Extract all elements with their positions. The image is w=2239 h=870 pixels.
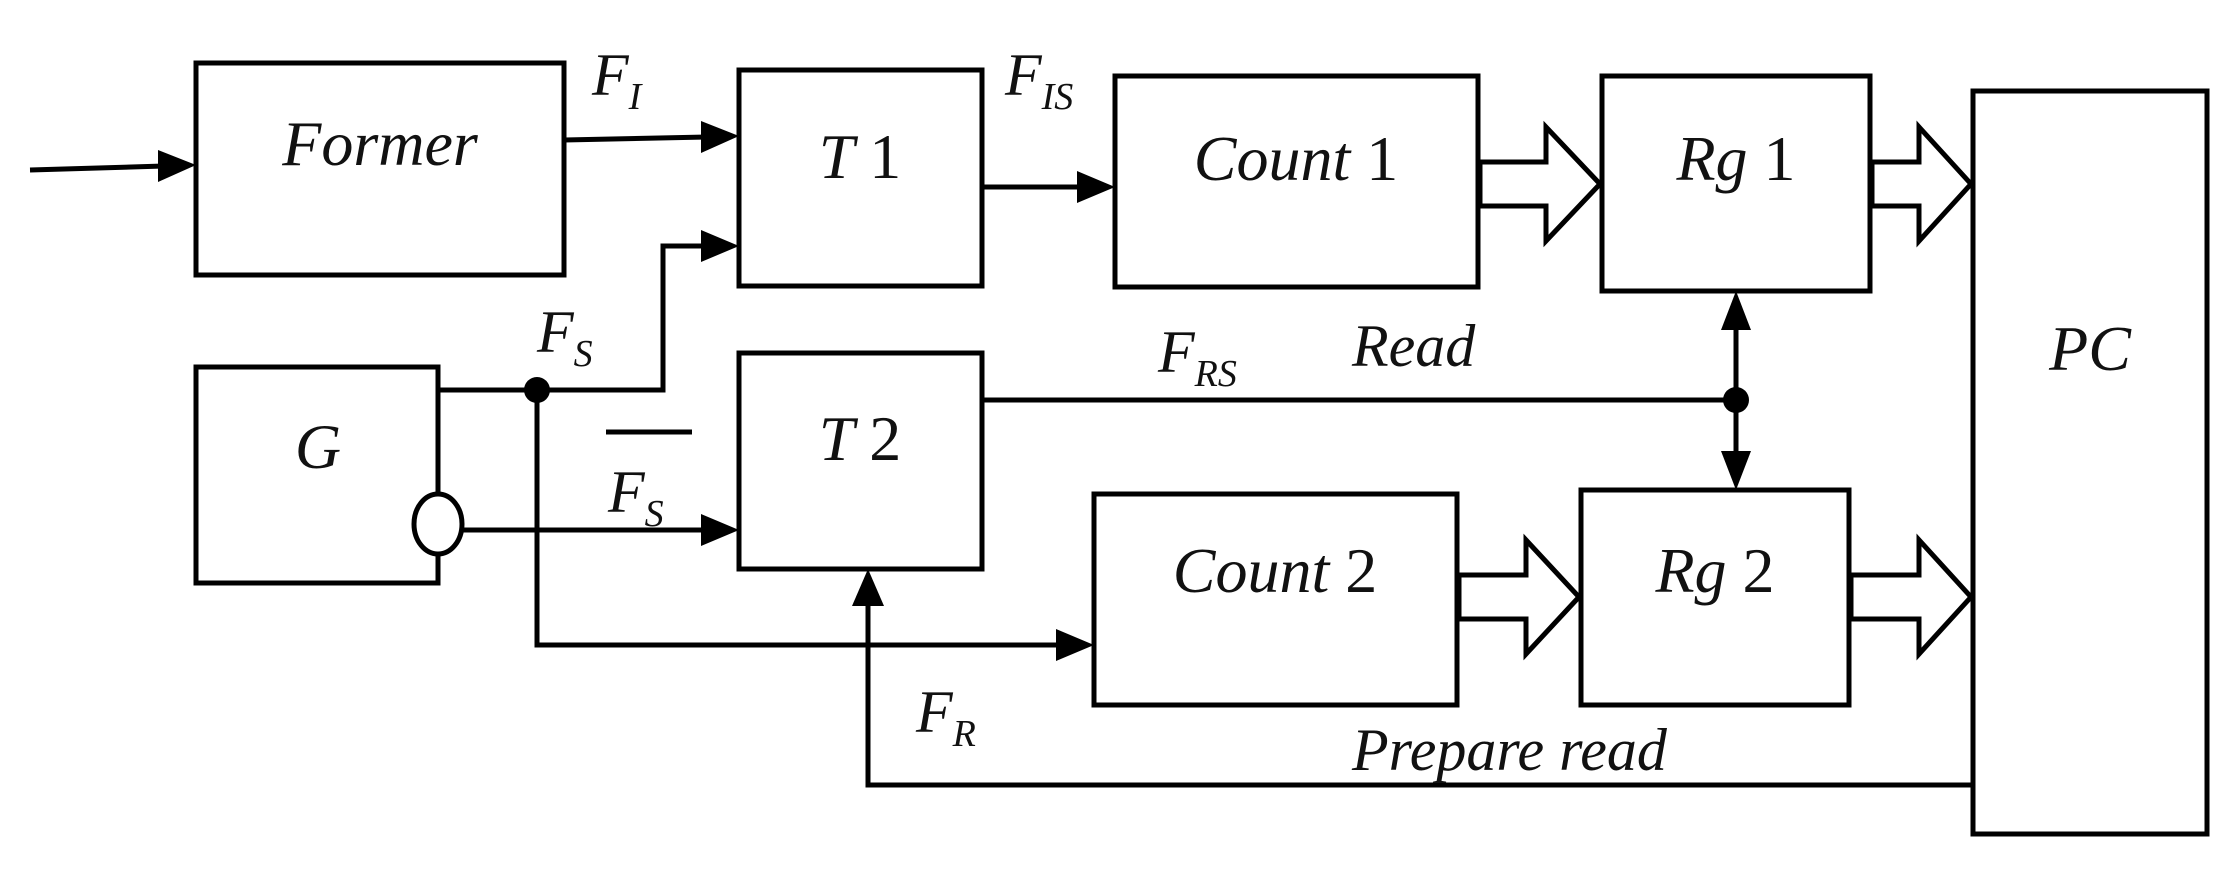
g-label: G <box>295 411 341 482</box>
fs-bar-to-t2-wire <box>460 514 739 546</box>
count1-to-rg1-bus-arrow <box>1477 120 1604 248</box>
count2-name: Count <box>1173 535 1332 606</box>
former-to-t1-wire <box>563 121 739 153</box>
fis-label: FIS <box>1004 42 1073 118</box>
pc-label: PC <box>2048 313 2132 384</box>
fs-to-count2-wire <box>534 390 1094 661</box>
t1-block: T 1 <box>736 67 985 289</box>
input-to-former-wire <box>29 150 196 182</box>
rg2-label: Rg 2 <box>1654 535 1774 606</box>
count1-num: 1 <box>1366 123 1398 194</box>
count2-block: Count 2 <box>1091 491 1460 708</box>
former-block: Former <box>193 60 567 278</box>
t2-label: T 2 <box>819 403 901 474</box>
fs-to-t1-wire <box>438 230 739 393</box>
fr-label: FR <box>915 679 976 755</box>
rg1-block: Rg 1 <box>1599 73 1873 294</box>
fs-bar-label: FS <box>606 429 692 535</box>
t2-num: 2 <box>869 403 901 474</box>
rg2-name: Rg <box>1654 535 1726 606</box>
count1-label: Count 1 <box>1194 123 1398 194</box>
t1-label: T 1 <box>819 121 901 192</box>
count1-block: Count 1 <box>1112 73 1481 290</box>
read-junction-dot <box>1723 387 1749 413</box>
count2-num: 2 <box>1345 535 1377 606</box>
t2-block: T 2 <box>736 350 985 572</box>
former-label: Former <box>281 108 479 179</box>
rg2-block: Rg 2 <box>1578 487 1852 708</box>
read-label: Read <box>1351 313 1476 379</box>
frs-label: FRS <box>1157 319 1237 395</box>
t2-name: T <box>819 403 859 474</box>
fs-label: FS <box>536 299 593 375</box>
t1-to-count1-wire <box>982 171 1115 203</box>
rg2-to-pc-bus-arrow <box>1848 533 1975 661</box>
fs-junction-dot <box>524 377 550 403</box>
rg1-num: 1 <box>1764 123 1796 194</box>
t1-num: 1 <box>869 121 901 192</box>
count1-name: Count <box>1194 123 1353 194</box>
pc-block: PC <box>1970 88 2210 837</box>
fi-label: FI <box>591 42 644 118</box>
g-block: G <box>193 364 441 586</box>
t1-name: T <box>819 121 859 192</box>
rg1-label: Rg 1 <box>1675 123 1795 194</box>
svg-text:FS: FS <box>607 459 664 535</box>
inverter-bubble <box>411 491 465 557</box>
rg1-name: Rg <box>1675 123 1747 194</box>
prepare-read-wire <box>852 569 1973 788</box>
count2-to-rg2-bus-arrow <box>1456 533 1583 661</box>
count2-label: Count 2 <box>1173 535 1377 606</box>
rg2-num: 2 <box>1743 535 1775 606</box>
prepare-read-label: Prepare read <box>1351 717 1668 783</box>
rg1-to-pc-bus-arrow <box>1869 120 1975 248</box>
